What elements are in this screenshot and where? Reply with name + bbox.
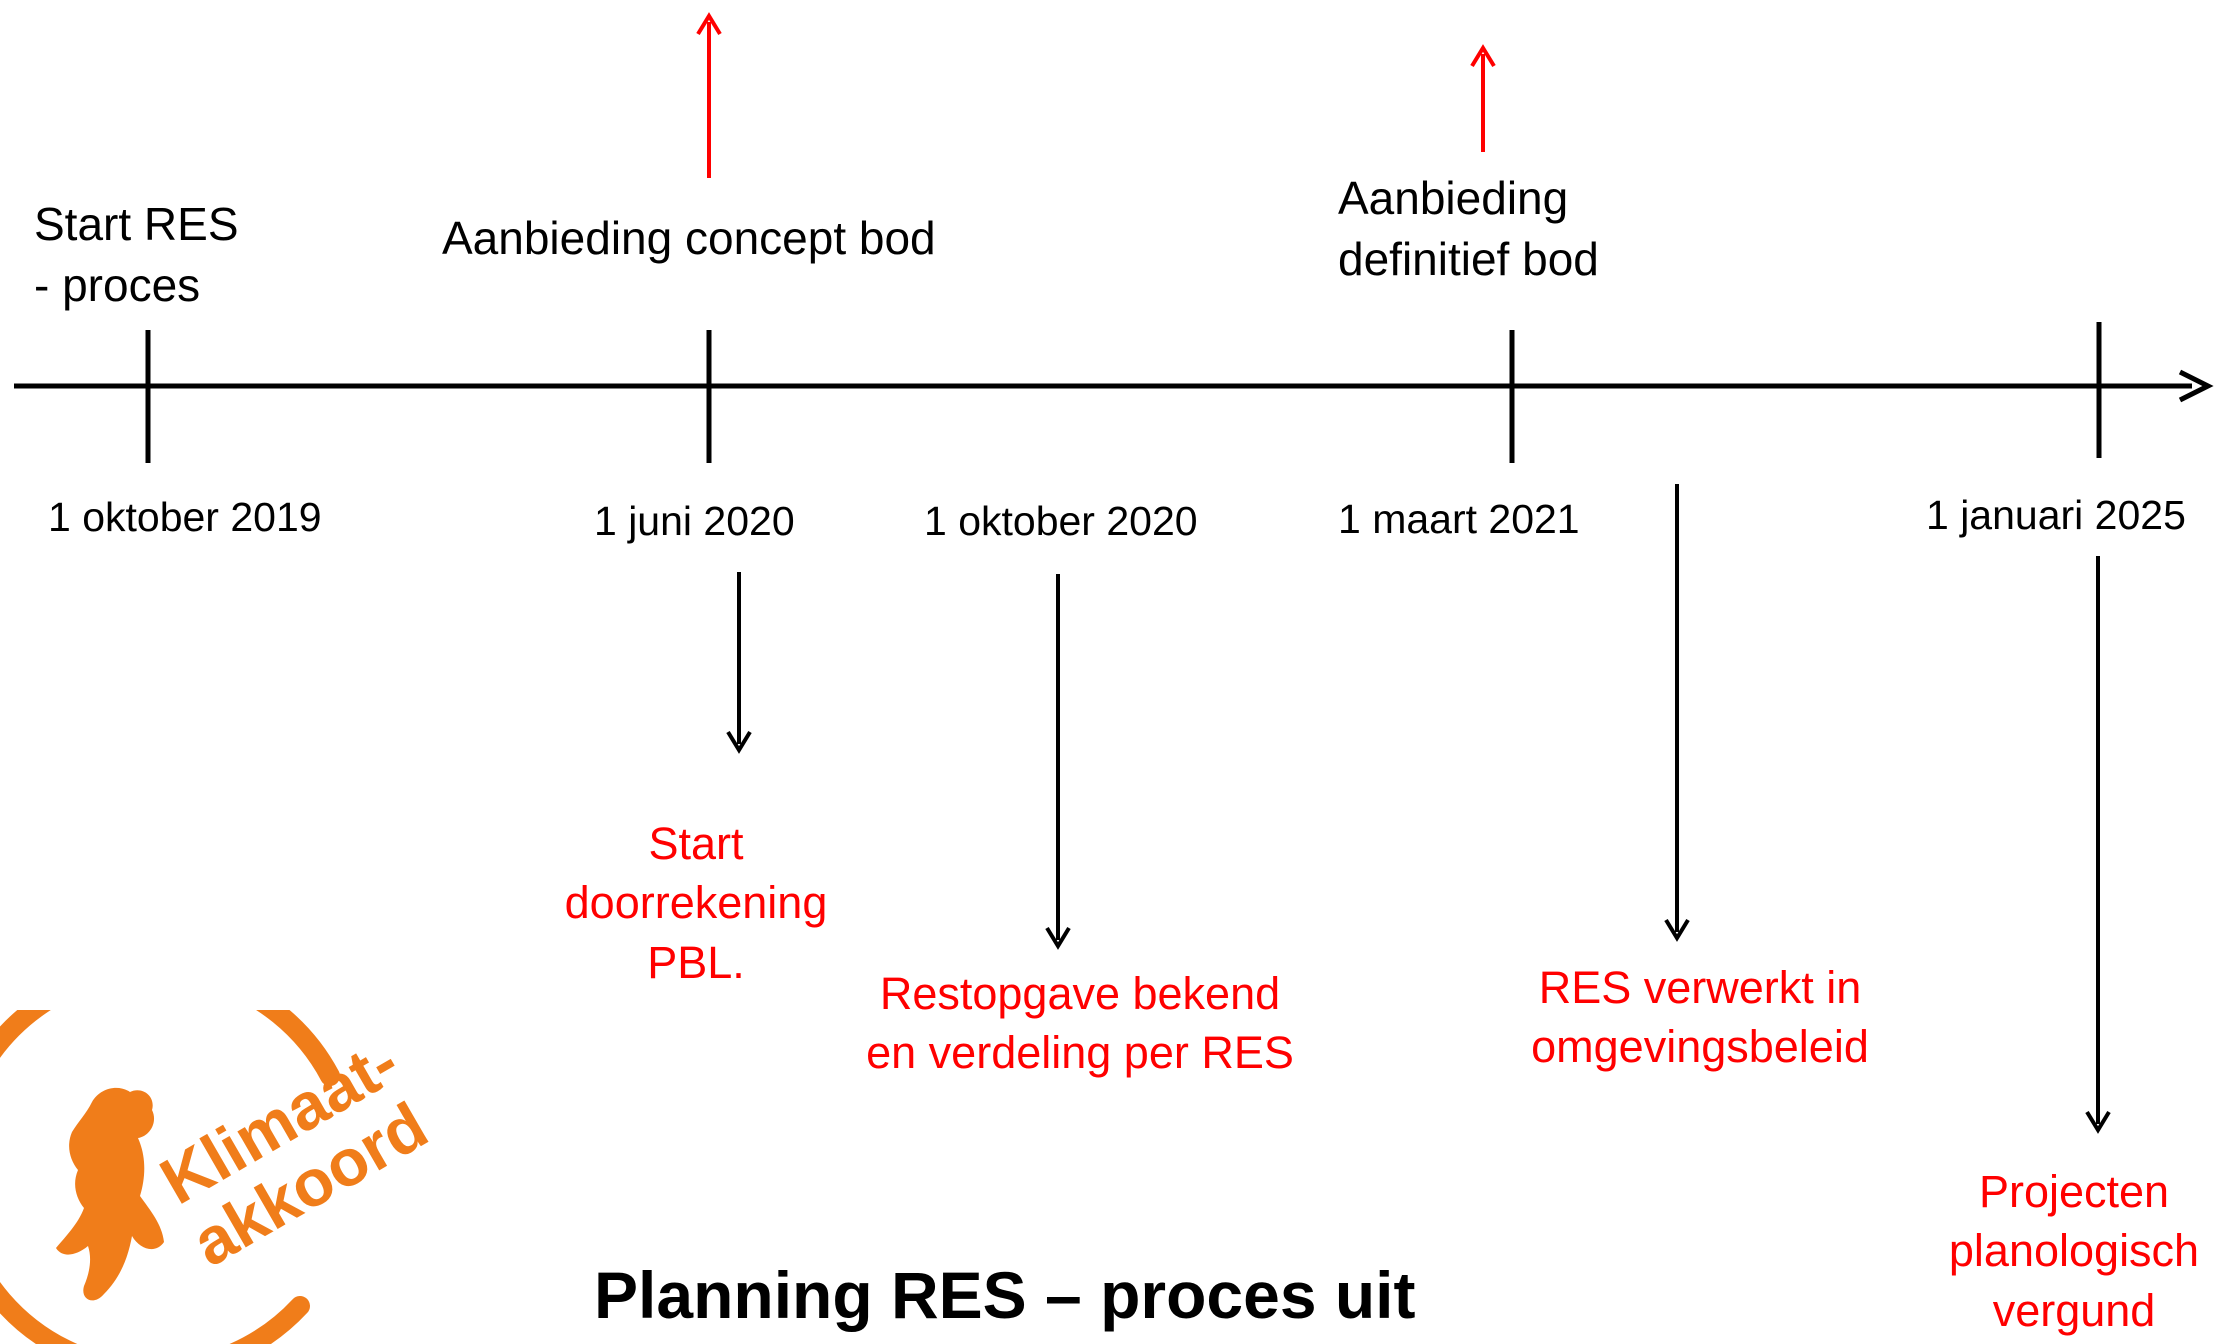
red-arrowhead-concept-bod xyxy=(696,12,722,36)
arrowhead-projecten xyxy=(2085,1110,2111,1134)
timeline-axis-arrowhead xyxy=(2178,369,2214,403)
diagram-title: Planning RES – proces uit xyxy=(594,1258,1416,1332)
milestone-doorrekening-pbl: Start doorrekening PBL. xyxy=(564,818,828,988)
arrowhead-restopgave xyxy=(1045,926,1071,950)
date-label-oktober-2019: 1 oktober 2019 xyxy=(48,494,322,540)
red-arrowhead-definitief-bod xyxy=(1470,44,1496,68)
date-label-maart-2021: 1 maart 2021 xyxy=(1338,496,1580,542)
logo-figure xyxy=(56,1087,164,1301)
date-label-oktober-2020: 1 oktober 2020 xyxy=(924,498,1198,544)
milestone-omgevingsbeleid: RES verwerkt in omgevingsbeleid xyxy=(1531,962,1869,1073)
event-label-start-res: Start RES - proces xyxy=(34,198,239,311)
klimaatakkoord-logo: Klimaat- akkoord xyxy=(0,1010,439,1344)
arrowhead-omgevingsbeleid xyxy=(1664,918,1690,942)
milestone-projecten-vergund: Projecten planologisch vergund xyxy=(1948,1166,2200,1336)
milestone-restopgave: Restopgave bekend en verdeling per RES xyxy=(866,968,1294,1079)
event-label-definitief-bod: Aanbieding definitief bod xyxy=(1338,172,1599,285)
arrowhead-doorrekening xyxy=(726,730,752,754)
event-label-concept-bod: Aanbieding concept bod xyxy=(442,212,936,264)
date-label-januari-2025: 1 januari 2025 xyxy=(1926,492,2186,538)
date-label-juni-2020: 1 juni 2020 xyxy=(594,498,795,544)
